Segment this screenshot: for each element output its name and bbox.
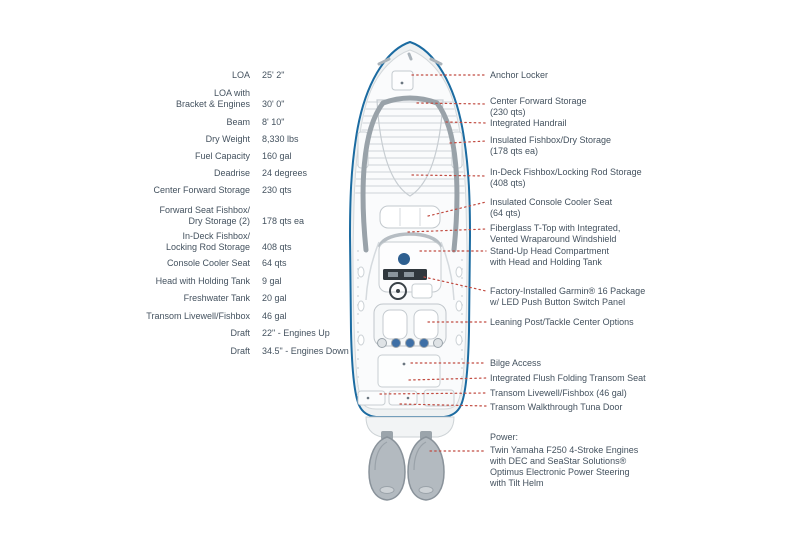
windshield bbox=[378, 232, 442, 248]
callout-fiberglass-t-top: Fiberglass T-Top with Integrated, Vented… bbox=[490, 223, 621, 244]
leader-tuna-door bbox=[399, 403, 487, 407]
tackle-center-holders bbox=[377, 338, 443, 348]
spec-value: 22" - Engines Up bbox=[262, 328, 330, 338]
spec-value: 34.5" - Engines Down bbox=[262, 346, 349, 356]
leader-t-top bbox=[407, 228, 487, 233]
spec-value: 46 gal bbox=[262, 311, 287, 321]
spec-value: 64 qts bbox=[262, 258, 287, 268]
leader-transom-seat bbox=[408, 377, 487, 381]
spec-row-loa-bracket: LOA with Bracket & Engines 30' 0" bbox=[0, 88, 284, 110]
in-deck-fishbox-panel bbox=[376, 99, 444, 197]
callout-leaning-post: Leaning Post/Tackle Center Options bbox=[490, 317, 634, 327]
leader-lines bbox=[379, 74, 487, 452]
callout-in-deck-fishbox: In-Deck Fishbox/Locking Rod Storage (408… bbox=[490, 167, 642, 188]
spec-label: In-Deck Fishbox/ Locking Rod Storage bbox=[165, 231, 250, 252]
spec-row-in-deck-fishbox: In-Deck Fishbox/ Locking Rod Storage 408… bbox=[0, 231, 292, 253]
spec-value: 178 qts ea bbox=[262, 216, 305, 226]
callout-bilge-access: Bilge Access bbox=[490, 358, 542, 368]
spec-row-freshwater-tank: Freshwater Tank 20 gal bbox=[0, 293, 287, 304]
spec-row-center-forward-storage: Center Forward Storage 230 qts bbox=[0, 185, 292, 196]
bow-cleats bbox=[377, 52, 443, 66]
spec-label: Draft bbox=[230, 346, 250, 356]
callout-console-cooler-seat: Insulated Console Cooler Seat (64 qts) bbox=[490, 197, 613, 218]
spec-label: Console Cooler Seat bbox=[166, 258, 250, 268]
bilge-access-hatch bbox=[377, 354, 441, 388]
spec-row-console-cooler-seat: Console Cooler Seat 64 qts bbox=[0, 258, 287, 269]
spec-label: LOA with Bracket & Engines bbox=[175, 88, 250, 109]
spec-label: Deadrise bbox=[213, 168, 250, 178]
side-hatches bbox=[357, 266, 463, 346]
spec-label: Fuel Capacity bbox=[194, 151, 250, 161]
console-cooler-seat bbox=[379, 205, 441, 229]
spec-row-deadrise: Deadrise 24 degrees bbox=[0, 168, 307, 179]
console bbox=[378, 241, 442, 300]
callout-center-forward-storage: Center Forward Storage (230 qts) bbox=[490, 96, 587, 117]
engine-bracket bbox=[365, 416, 455, 438]
steering-wheel bbox=[389, 282, 407, 300]
spec-row-loa: LOA 25' 2" bbox=[0, 70, 284, 81]
callout-garmin-package: Factory-Installed Garmin® 16 Package w/ … bbox=[490, 286, 646, 307]
head-compartment-hatch bbox=[398, 253, 410, 265]
spec-row-head-holding-tank: Head with Holding Tank 9 gal bbox=[0, 276, 282, 287]
spec-value: 20 gal bbox=[262, 293, 287, 303]
leader-insulated-fishbox bbox=[449, 140, 487, 144]
spec-label: Beam bbox=[226, 117, 250, 127]
leader-in-deck-fishbox bbox=[411, 174, 487, 177]
spec-value: 30' 0" bbox=[262, 99, 285, 109]
transom-livewell-hatch bbox=[357, 390, 386, 406]
leader-transom-livewell bbox=[379, 392, 487, 395]
spec-label: Draft bbox=[230, 328, 250, 338]
spec-value: 9 gal bbox=[262, 276, 282, 286]
spec-label: Head with Holding Tank bbox=[155, 276, 250, 286]
spec-value: 230 qts bbox=[262, 185, 292, 195]
spec-label: Forward Seat Fishbox/ Dry Storage (2) bbox=[159, 205, 250, 226]
tuna-door bbox=[423, 389, 455, 407]
leader-console-cooler-seat bbox=[427, 201, 487, 217]
spec-row-forward-seat-fishbox: Forward Seat Fishbox/ Dry Storage (2) 17… bbox=[0, 205, 304, 227]
spec-row-transom-livewell: Transom Livewell/Fishbox 46 gal bbox=[0, 311, 287, 322]
callout-anchor-locker: Anchor Locker bbox=[490, 70, 549, 80]
callout-integrated-handrail: Integrated Handrail bbox=[490, 118, 567, 128]
callout-power-engines: Twin Yamaha F250 4-Stroke Engines with D… bbox=[490, 445, 639, 488]
callout-transom-livewell: Transom Livewell/Fishbox (46 gal) bbox=[490, 388, 627, 398]
spec-value: 25' 2" bbox=[262, 70, 285, 80]
side-deck-trim bbox=[357, 250, 463, 398]
callout-transom-seat: Integrated Flush Folding Transom Seat bbox=[490, 373, 646, 383]
spec-row-beam: Beam 8' 10" bbox=[0, 117, 284, 128]
callout-power-heading: Power: bbox=[490, 432, 519, 442]
spec-row-draft-down: Draft 34.5" - Engines Down bbox=[0, 346, 349, 357]
spec-label: Dry Weight bbox=[205, 134, 250, 144]
outboard-engine-port bbox=[368, 431, 406, 501]
callout-tuna-door: Transom Walkthrough Tuna Door bbox=[490, 402, 623, 412]
spec-label: Center Forward Storage bbox=[153, 185, 250, 195]
callout-head-compartment: Stand-Up Head Compartment with Head and … bbox=[490, 246, 610, 267]
callout-insulated-fishbox: Insulated Fishbox/Dry Storage (178 qts e… bbox=[490, 135, 612, 156]
anchor-locker-hatch bbox=[391, 70, 414, 91]
t-top-frame bbox=[365, 241, 455, 301]
spec-value: 8,330 lbs bbox=[262, 134, 299, 144]
spec-label: Transom Livewell/Fishbox bbox=[146, 311, 250, 321]
spec-value: 8' 10" bbox=[262, 117, 285, 127]
spec-value: 160 gal bbox=[262, 151, 292, 161]
spec-value: 408 qts bbox=[262, 242, 292, 252]
transom-seat-hatch bbox=[388, 390, 418, 406]
leader-garmin-package bbox=[423, 276, 487, 292]
handrail bbox=[360, 95, 460, 253]
outboard-engine-starboard bbox=[407, 431, 445, 501]
spec-row-dry-weight: Dry Weight 8,330 lbs bbox=[0, 134, 299, 145]
spec-value: 24 degrees bbox=[262, 168, 308, 178]
spec-row-fuel-capacity: Fuel Capacity 160 gal bbox=[0, 151, 292, 162]
throttle-box bbox=[411, 283, 433, 299]
spec-row-draft-up: Draft 22" - Engines Up bbox=[0, 328, 330, 339]
leader-integrated-handrail bbox=[445, 121, 487, 124]
leader-center-forward-storage bbox=[416, 102, 487, 105]
spec-label: LOA bbox=[231, 70, 250, 80]
spec-label: Freshwater Tank bbox=[183, 293, 250, 303]
